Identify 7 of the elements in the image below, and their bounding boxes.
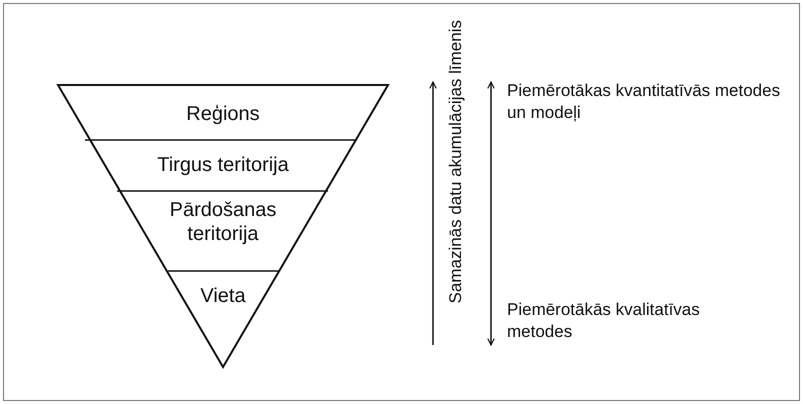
annotation-text: Samazinās datu akumulācijas līmenis: [445, 20, 466, 304]
annotation-text: Piemērotākas kvantitatīvās metodes un modeļi: [507, 80, 782, 124]
pyramid-level: Vieta: [180, 284, 266, 308]
annotation-text: Piemērotākās kvalitatīvas metodes: [507, 299, 701, 343]
pyramid-level: Pārdošanas teritorija: [140, 198, 306, 246]
pyramid-level: Reģions: [160, 102, 286, 126]
pyramid-level: Tirgus teritorija: [140, 153, 306, 177]
